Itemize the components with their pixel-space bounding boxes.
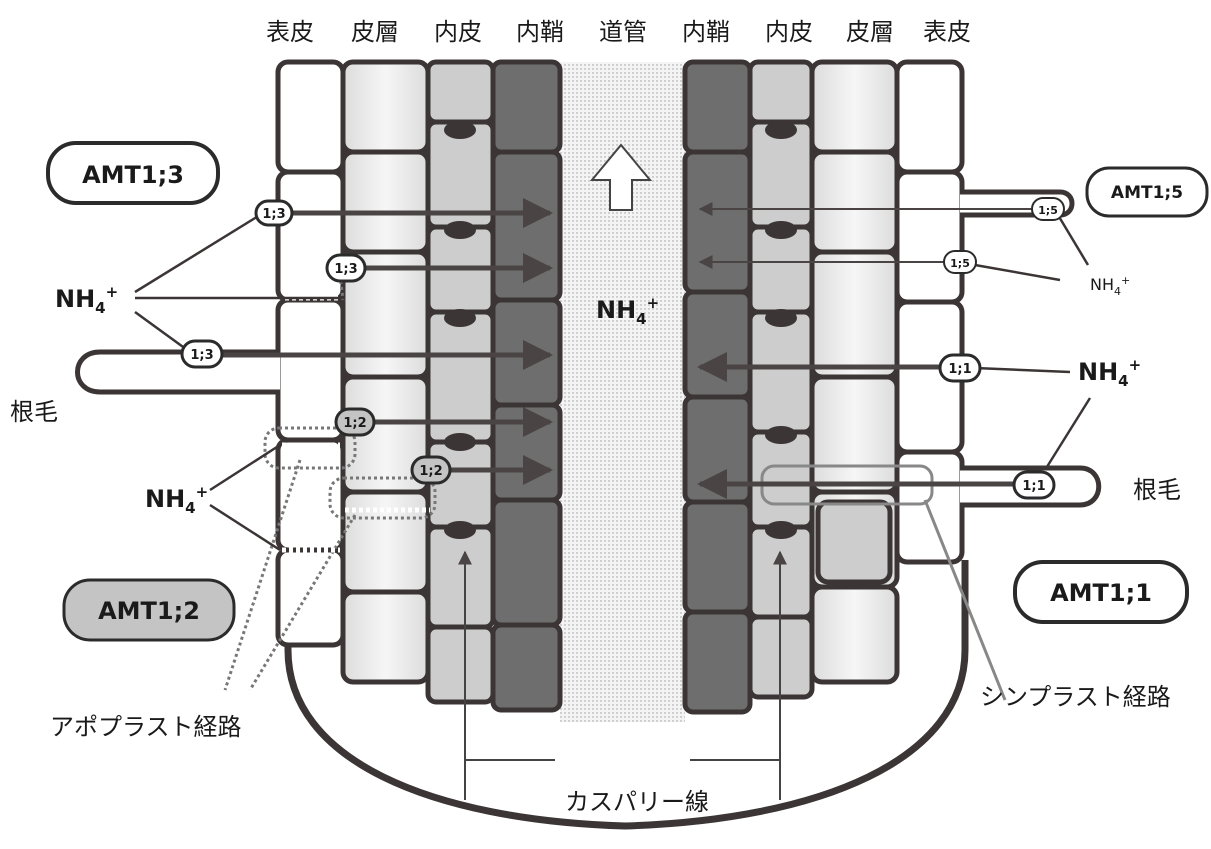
nh4-label-left-upper: NH4+: [55, 283, 118, 317]
amt11-box: AMT1;1: [1015, 562, 1187, 622]
svg-text:1;2: 1;2: [419, 464, 442, 479]
left-endodermis: [428, 62, 493, 702]
badge-1-1-b: 1;1: [1014, 472, 1054, 498]
column-headers: 表皮 皮層 内皮 内鞘 道管 内鞘 内皮 皮層 表皮: [266, 18, 971, 46]
svg-text:1;3: 1;3: [190, 348, 213, 363]
amt15-label: AMT1;5: [1111, 183, 1183, 203]
casparian-label: カスパリー線: [565, 788, 709, 816]
left-cortex: [343, 62, 428, 682]
svg-text:1;5: 1;5: [950, 257, 970, 270]
right-pericycle: [685, 62, 750, 712]
badge-1-5-a: 1;5: [1032, 198, 1064, 220]
svg-text:1;1: 1;1: [1022, 479, 1045, 494]
amt12-label: AMT1;2: [98, 597, 200, 625]
amt15-box: AMT1;5: [1087, 168, 1207, 216]
nh4-label-right-large: NH4+: [1078, 356, 1141, 390]
left-pericycle: [493, 62, 560, 710]
badge-1-3-a: 1;3: [256, 201, 292, 225]
header-epidermis-left: 表皮: [266, 18, 314, 46]
svg-text:1;3: 1;3: [262, 207, 285, 222]
root-hair-label-right: 根毛: [1133, 476, 1181, 504]
badge-1-2-a: 1;2: [336, 409, 374, 435]
badge-1-2-b: 1;2: [412, 457, 450, 483]
svg-text:1;3: 1;3: [334, 262, 357, 277]
amt11-label: AMT1;1: [1050, 579, 1152, 607]
right-cortex-shaded-cell: [818, 502, 890, 582]
badge-1-3-c: 1;3: [182, 341, 222, 367]
svg-text:1;5: 1;5: [1038, 204, 1058, 217]
right-cortex: [812, 62, 897, 682]
root-hair-label-left: 根毛: [10, 398, 58, 426]
badge-1-3-b: 1;3: [327, 255, 365, 281]
right-epidermis: [897, 62, 962, 562]
header-cortex-left: 皮層: [351, 18, 399, 46]
badge-1-5-b: 1;5: [944, 251, 976, 273]
apoplast-label: アポプラスト経路: [50, 713, 242, 741]
amt13-box: AMT1;3: [48, 143, 218, 203]
header-endodermis-left: 内皮: [434, 18, 482, 46]
nh4-label-right-small: NH4+: [1090, 274, 1130, 298]
header-endodermis-right: 内皮: [765, 18, 813, 46]
left-root-hair: [78, 352, 281, 392]
header-epidermis-right: 表皮: [923, 18, 971, 46]
symplast-label: シンプラスト経路: [980, 683, 1171, 711]
header-pericycle-left: 内鞘: [516, 18, 564, 46]
svg-text:1;2: 1;2: [343, 416, 366, 431]
badge-1-1-a: 1;1: [940, 355, 980, 381]
nh4-label-left-lower: NH4+: [145, 483, 208, 517]
svg-text:1;1: 1;1: [948, 362, 971, 377]
header-xylem: 道管: [599, 18, 647, 46]
amt12-box: AMT1;2: [64, 580, 234, 640]
header-cortex-right: 皮層: [846, 18, 894, 46]
amt13-label: AMT1;3: [82, 161, 184, 189]
header-pericycle-right: 内鞘: [682, 18, 730, 46]
